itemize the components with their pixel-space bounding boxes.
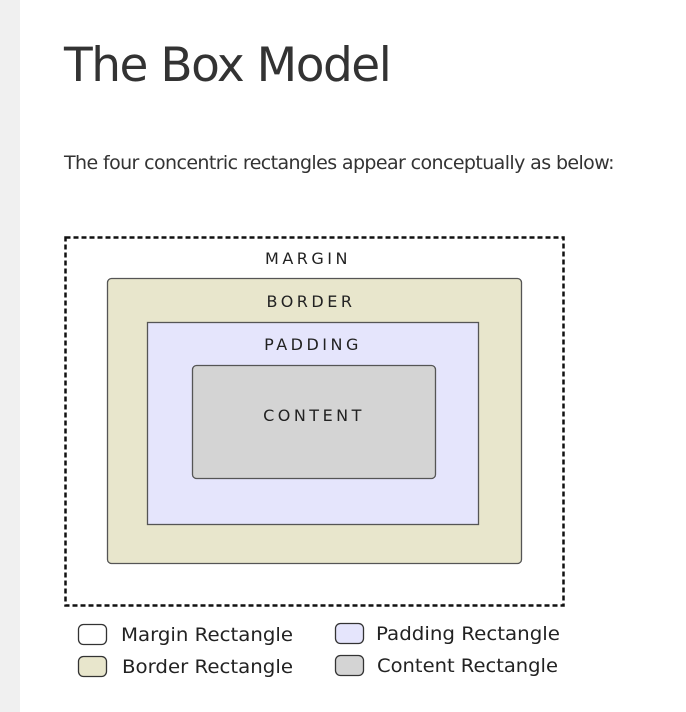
diagram-legend: Margin Rectangle Padding Rectangle Borde… xyxy=(77,622,560,678)
legend-label-padding: Padding Rectangle xyxy=(376,623,560,645)
legend-swatch-padding xyxy=(334,622,365,645)
page-title: The Box Model xyxy=(64,38,392,93)
legend-label-content: Content Rectangle xyxy=(377,655,558,677)
intro-paragraph: The four concentric rectangles appear co… xyxy=(64,152,615,174)
content-rectangle xyxy=(191,364,437,480)
content-label: CONTENT xyxy=(263,406,365,425)
legend-label-border: Border Rectangle xyxy=(122,656,293,678)
margin-label: MARGIN xyxy=(265,249,351,268)
padding-label: PADDING xyxy=(264,335,362,354)
legend-swatch-border xyxy=(77,655,108,678)
legend-swatch-content xyxy=(334,654,365,677)
border-label: BORDER xyxy=(267,292,356,311)
legend-label-margin: Margin Rectangle xyxy=(121,624,293,646)
left-side-strip xyxy=(0,0,20,712)
legend-swatch-margin xyxy=(77,623,108,646)
